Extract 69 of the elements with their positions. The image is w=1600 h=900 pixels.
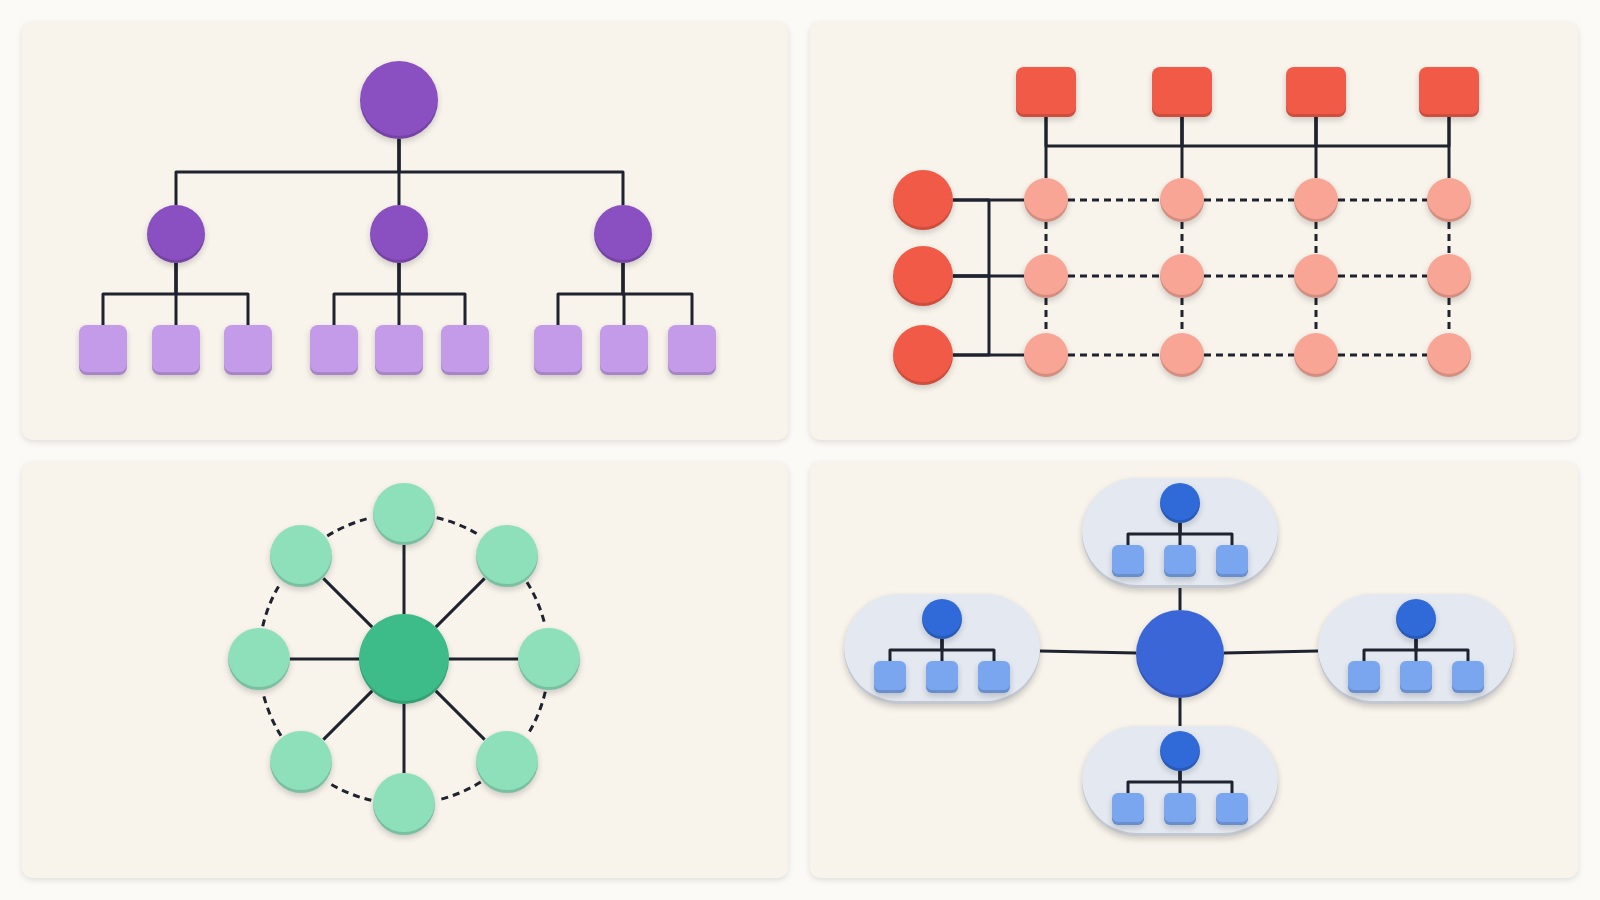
square-node (1112, 793, 1144, 825)
connector-line (953, 353, 1024, 357)
connector-line (1178, 523, 1234, 545)
connector-line (1068, 274, 1160, 278)
square-node (375, 325, 423, 375)
connector-line (1447, 117, 1451, 178)
connector-line (1414, 639, 1470, 661)
connector-line (953, 198, 1024, 202)
connector-line (940, 639, 996, 661)
square-node (926, 661, 958, 693)
circle-node (1160, 483, 1200, 523)
square-node (978, 661, 1010, 693)
connector-line (1314, 117, 1318, 178)
square-node (1452, 661, 1484, 693)
connector-line (402, 545, 406, 614)
square-node (79, 325, 127, 375)
square-node (874, 661, 906, 693)
square-node (534, 325, 582, 375)
connector-line (1223, 649, 1319, 655)
square-node (310, 325, 358, 375)
connector-line (434, 689, 486, 741)
connector-line (434, 577, 486, 629)
connector-line (1178, 698, 1182, 726)
connector-line (1178, 771, 1234, 793)
connector-line (1204, 274, 1294, 278)
connector-line (1338, 353, 1427, 357)
square-node (1152, 67, 1212, 117)
connector-line (174, 263, 250, 325)
square-node (1419, 67, 1479, 117)
connector-line (290, 657, 359, 661)
circle-node (922, 599, 962, 639)
circle-node (1160, 731, 1200, 771)
connector-line (322, 577, 374, 629)
square-node (224, 325, 272, 375)
square-node (1164, 545, 1196, 577)
square-node (1216, 793, 1248, 825)
square-node (1348, 661, 1380, 693)
connector-line (1044, 117, 1048, 178)
square-node (1016, 67, 1076, 117)
connector-line (1044, 222, 1048, 254)
connector-line (449, 657, 518, 661)
connector-line (1204, 353, 1294, 357)
connector-line (1178, 588, 1182, 610)
square-node (1400, 661, 1432, 693)
square-node (1216, 545, 1248, 577)
square-node (1164, 793, 1196, 825)
connector-line (397, 139, 625, 205)
connector-line (1068, 353, 1160, 357)
square-node (668, 325, 716, 375)
square-node (1112, 545, 1144, 577)
square-node (441, 325, 489, 375)
connector-line (1338, 198, 1427, 202)
connector-line (402, 704, 406, 773)
connector-line (953, 274, 1024, 278)
square-node (600, 325, 648, 375)
connector-line (322, 689, 374, 741)
connector-line (1180, 222, 1184, 254)
square-node (1286, 67, 1346, 117)
circle-node (1396, 599, 1436, 639)
connector-line (1204, 198, 1294, 202)
connector-line (1180, 117, 1184, 178)
connector-line (1068, 198, 1160, 202)
connector-line (1314, 222, 1318, 254)
connector-line (397, 263, 467, 325)
connector-line (1447, 222, 1451, 254)
connector-line (621, 263, 694, 325)
connector-line (1338, 274, 1427, 278)
connector-line (1039, 649, 1137, 655)
square-node (152, 325, 200, 375)
